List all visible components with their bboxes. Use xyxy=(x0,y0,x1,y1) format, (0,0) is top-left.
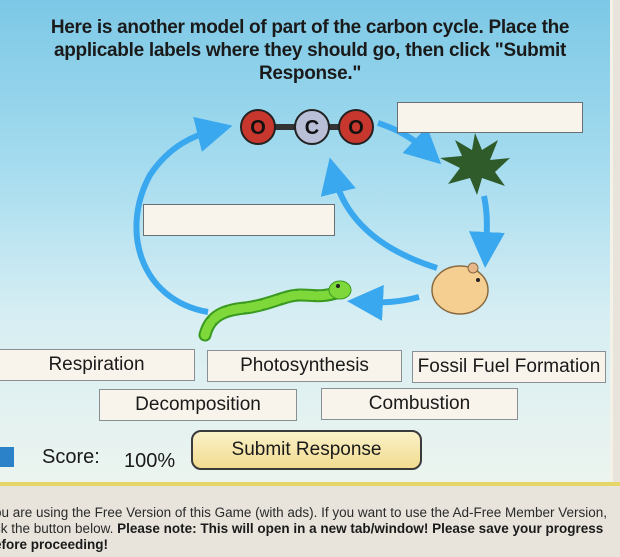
hamster-icon xyxy=(431,262,489,315)
submit-response-button[interactable]: Submit Response xyxy=(191,430,422,470)
co2-molecule-icon: O C O xyxy=(240,109,374,145)
label-decomposition[interactable]: Decomposition xyxy=(99,389,297,421)
arrow-plant-to-hamster xyxy=(468,195,505,268)
carbon-cycle-diagram: O C O xyxy=(133,109,510,342)
arrow-snake-to-co2 xyxy=(133,116,233,315)
divider xyxy=(0,482,620,486)
plant-icon xyxy=(440,133,510,195)
arrow-hamster-to-co2 xyxy=(320,157,438,271)
drop-target-co2-to-plant[interactable] xyxy=(397,102,583,133)
snake-icon xyxy=(198,280,352,342)
label-fossil-fuel-formation[interactable]: Fossil Fuel Formation xyxy=(412,351,606,383)
notice-plain: ou are using the Free Version of this Ga… xyxy=(0,505,608,536)
label-photosynthesis[interactable]: Photosynthesis xyxy=(207,350,402,382)
free-version-notice: ou are using the Free Version of this Ga… xyxy=(0,505,620,553)
label-combustion[interactable]: Combustion xyxy=(321,388,518,420)
notice-bold: Please note: This will open in a new tab… xyxy=(0,521,604,552)
arrow-hamster-to-snake xyxy=(347,284,420,321)
atom-o1: O xyxy=(250,117,266,139)
instructions-text: Here is another model of part of the car… xyxy=(50,17,570,84)
atom-o2: O xyxy=(348,117,364,139)
label-respiration[interactable]: Respiration xyxy=(0,349,195,381)
score-label: Score: xyxy=(42,446,100,468)
atom-c: C xyxy=(305,117,319,139)
score-icon xyxy=(0,447,14,467)
drop-target-snake-to-co2[interactable] xyxy=(143,204,335,236)
score-value: 100% xyxy=(124,450,176,472)
arrow-co2-to-plant xyxy=(377,120,442,165)
